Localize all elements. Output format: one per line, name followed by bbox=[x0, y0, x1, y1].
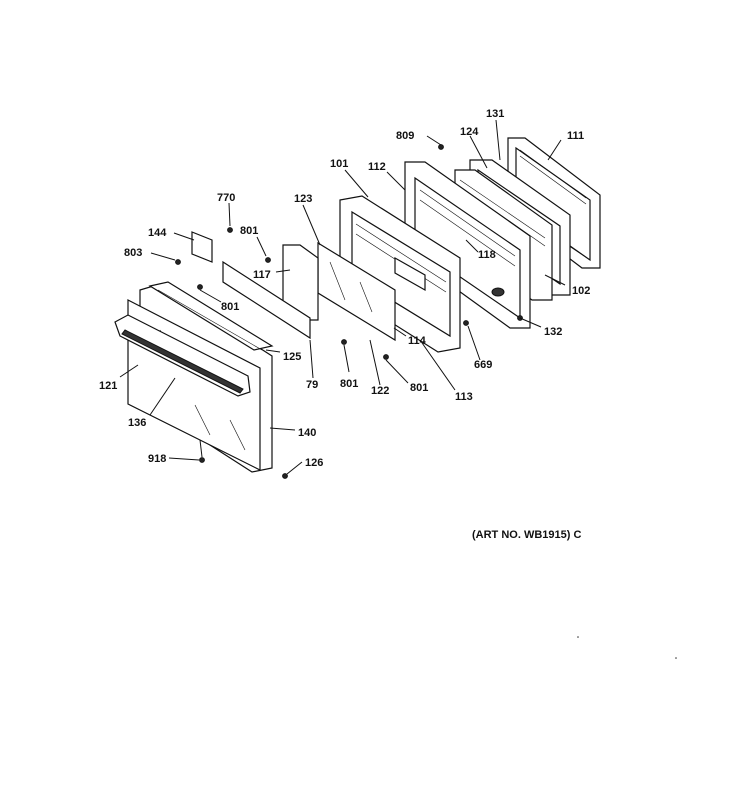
label-126: 126 bbox=[305, 457, 323, 469]
leader-lines bbox=[119, 119, 566, 475]
door-handle-136 bbox=[114, 314, 251, 397]
label-801-a: 801 bbox=[240, 225, 258, 237]
label-125: 125 bbox=[283, 351, 301, 363]
label-803: 803 bbox=[124, 247, 142, 259]
label-102: 102 bbox=[572, 285, 590, 297]
label-131: 131 bbox=[486, 108, 504, 120]
glass-panel-79 bbox=[222, 260, 311, 340]
label-121: 121 bbox=[99, 380, 117, 392]
label-136: 136 bbox=[128, 417, 146, 429]
label-111: 111 bbox=[567, 130, 584, 142]
label-124: 124 bbox=[460, 126, 479, 138]
label-809: 809 bbox=[396, 130, 414, 142]
label-122: 122 bbox=[371, 385, 389, 397]
label-118: 118 bbox=[478, 249, 496, 261]
door-liner-112 bbox=[404, 161, 531, 329]
label-144: 144 bbox=[148, 227, 167, 239]
screws bbox=[175, 144, 523, 479]
scan-dot bbox=[675, 657, 677, 659]
label-801-b: 801 bbox=[221, 301, 239, 313]
label-123: 123 bbox=[294, 193, 312, 205]
label-669: 669 bbox=[474, 359, 492, 371]
label-801-d: 801 bbox=[410, 382, 428, 394]
part-labels: 111 131 124 809 101 112 123 770 144 801 … bbox=[99, 108, 590, 469]
label-918: 918 bbox=[148, 453, 166, 465]
label-114: 114 bbox=[408, 335, 427, 347]
label-770: 770 bbox=[217, 192, 235, 204]
door-frame-101 bbox=[339, 195, 461, 353]
label-140: 140 bbox=[298, 427, 316, 439]
label-112: 112 bbox=[368, 161, 386, 173]
door-trim-125 bbox=[148, 281, 274, 351]
hinge-bracket-144 bbox=[191, 231, 213, 263]
label-132: 132 bbox=[544, 326, 562, 338]
scan-dot bbox=[577, 636, 579, 638]
label-79: 79 bbox=[306, 379, 318, 391]
label-117: 117 bbox=[253, 269, 271, 281]
label-101: 101 bbox=[330, 158, 348, 170]
art-number: (ART NO. WB1915) C bbox=[472, 529, 581, 541]
label-801-c: 801 bbox=[340, 378, 358, 390]
label-113: 113 bbox=[455, 391, 473, 403]
